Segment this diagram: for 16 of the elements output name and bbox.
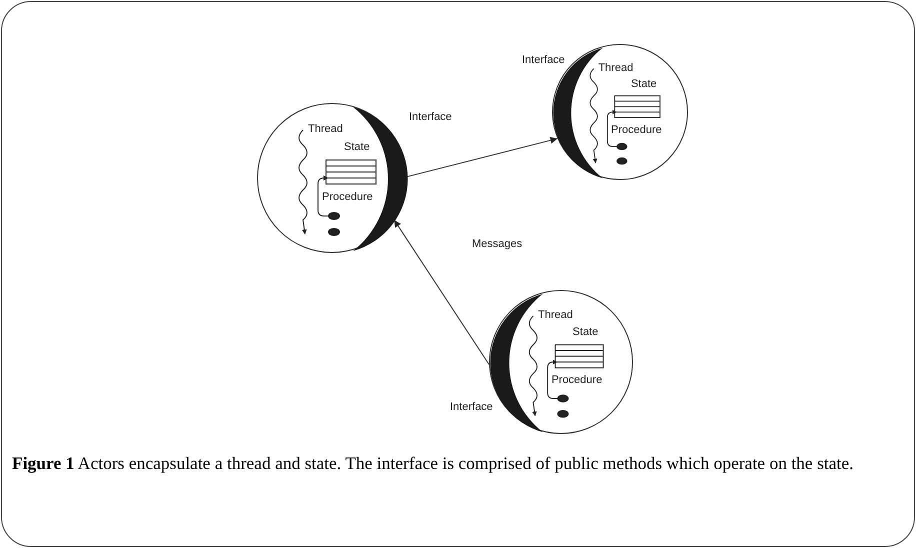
interface-label: Interface — [450, 402, 493, 413]
message-arrow — [406, 136, 558, 178]
interface-label: Interface — [522, 55, 565, 66]
procedure-label: Procedure — [322, 192, 373, 203]
state-label: State — [630, 79, 657, 90]
interface-label: Interface — [409, 112, 452, 123]
thread-label: Thread — [598, 63, 634, 74]
thread-label: Thread — [308, 124, 343, 135]
procedure-label: Procedure — [611, 124, 662, 136]
state-label: State — [572, 327, 598, 338]
procedure-label: Procedure — [551, 375, 602, 386]
figure-caption: Figure 1 Actors encapsulate a thread and state. The interface is comprised of public methods which operate on the state. — [12, 452, 855, 475]
message-arrow — [394, 219, 490, 366]
messages-label: Messages — [472, 239, 522, 250]
thread-label: Thread — [538, 310, 573, 322]
state-label: State — [344, 142, 370, 153]
